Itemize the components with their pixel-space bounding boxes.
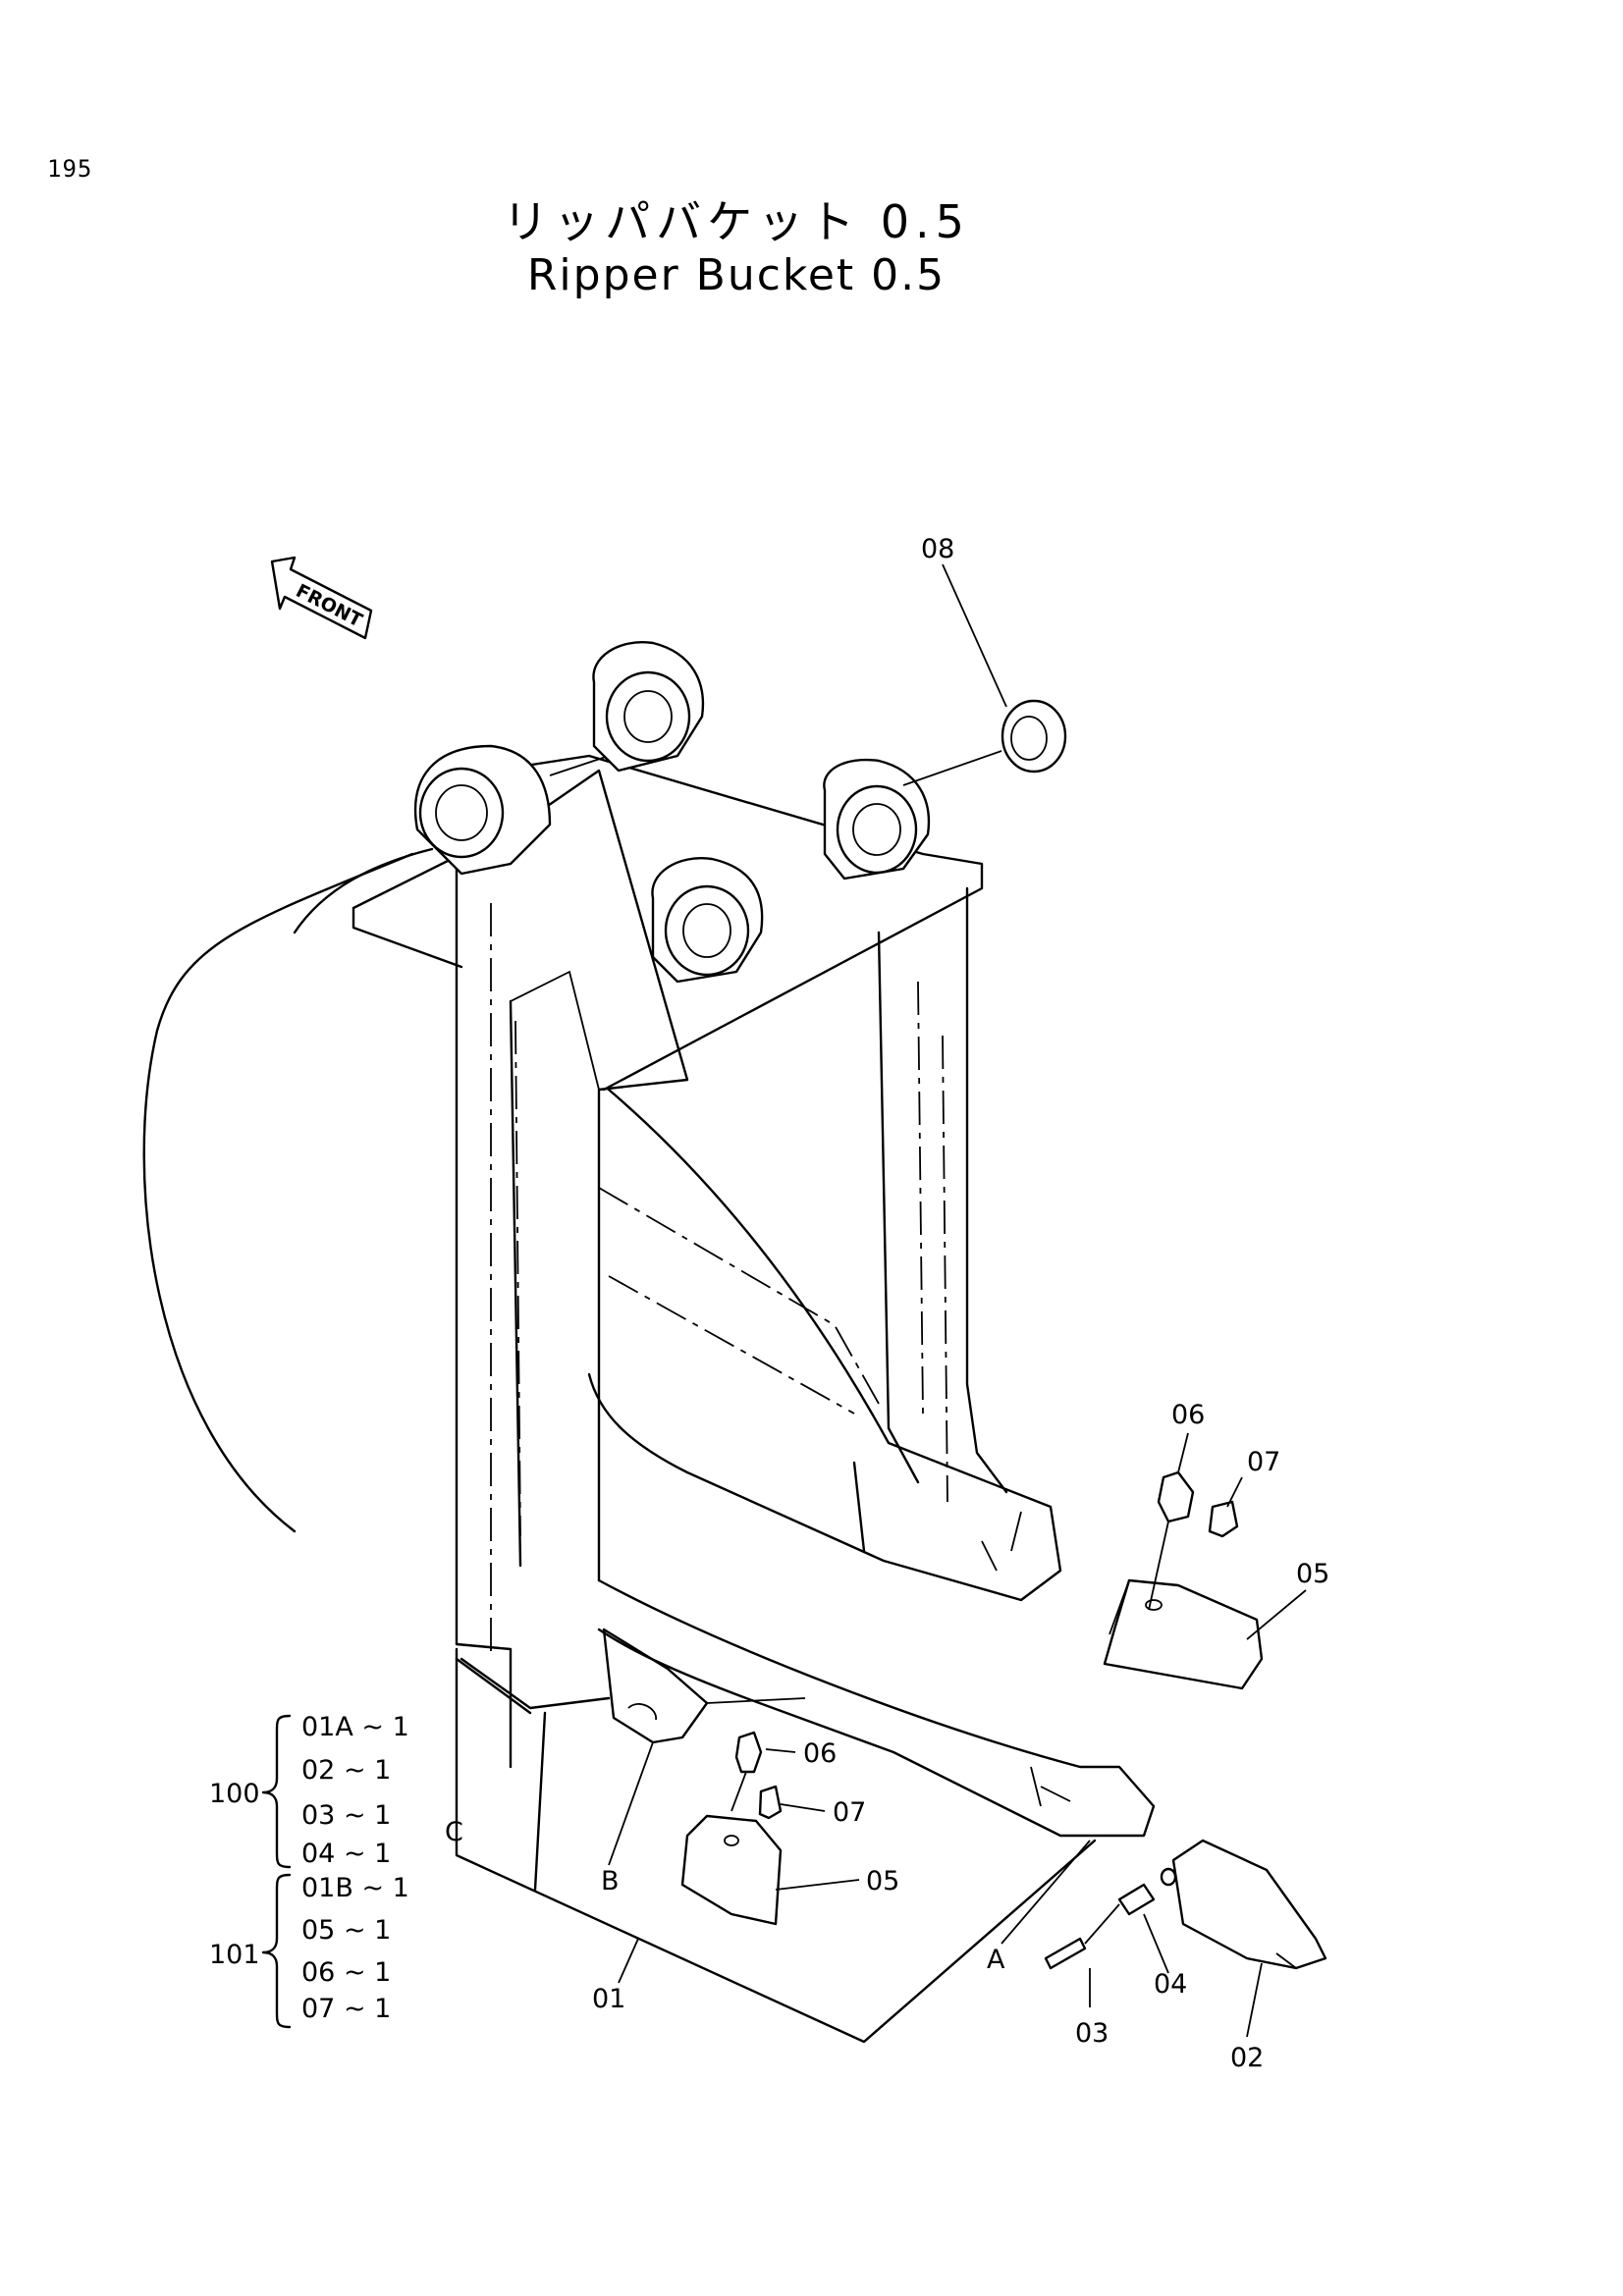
left-side-plate [455,867,513,1769]
tooth-05-upper [1103,1578,1264,1690]
lock-07-lower [758,1785,783,1820]
lock-07-upper [1208,1500,1239,1538]
set-100-item: 01A ~ 1 [301,1712,409,1742]
pin-03 [1044,1937,1087,1970]
ref-label-c: C [445,1817,463,1847]
callout-02: 02 [1230,2043,1264,2073]
set-100-item: 03 ~ 1 [301,1800,391,1831]
ripper-shank [587,1088,1062,1602]
upper-boss-front [651,857,764,984]
tooth-05-lower [680,1814,783,1926]
set-100-item: 02 ~ 1 [301,1755,391,1786]
set-101-item: 05 ~ 1 [301,1915,391,1946]
ref-label-b: B [601,1866,620,1896]
callout-07-upper: 07 [1247,1447,1280,1477]
set-101-item: 06 ~ 1 [301,1957,391,1988]
callout-03: 03 [1075,2018,1109,2049]
callout-04: 04 [1154,1969,1187,2000]
callout-05-lower: 05 [866,1866,899,1896]
upper-boss-right [823,758,931,881]
page-title-japanese: リッパバケット 0.5 [503,195,970,248]
front-arrow-icon: FRONT [270,556,373,640]
set-101-item: 01B ~ 1 [301,1873,409,1903]
set-100-item: 04 ~ 1 [301,1839,391,1869]
collar-08 [1001,699,1067,774]
pin-06-lower [734,1731,763,1774]
upper-boss-center [592,641,705,773]
lower-arm [597,1578,1156,1838]
pin-04 [1117,1883,1156,1916]
callout-07-lower: 07 [833,1797,866,1828]
tooth-02 [1171,1839,1327,1970]
upper-boss-left [413,744,552,876]
page-number: 195 [47,155,93,183]
ref-label-a: A [987,1945,1005,1975]
tooth-holder-b [602,1628,709,1744]
bucket-shell-top [293,847,434,934]
callout-05-upper: 05 [1296,1559,1329,1589]
page-title-english: Ripper Bucket 0.5 [526,250,947,300]
set-100-number: 100 [209,1779,260,1809]
callout-06-lower: 06 [803,1738,837,1769]
callout-01: 01 [592,1984,625,2014]
set-101-group: 101 01B ~ 1 05 ~ 1 06 ~ 1 07 ~ 1 [209,1873,409,2029]
right-side-plate [965,886,1008,1494]
pin-06-upper [1157,1470,1195,1523]
set-100-group: 100 01A ~ 1 02 ~ 1 03 ~ 1 04 ~ 1 [209,1712,409,1869]
bucket-shell [142,852,414,1533]
set-101-item: 07 ~ 1 [301,1994,391,2024]
callout-06-upper: 06 [1171,1400,1205,1430]
set-101-number: 101 [209,1940,260,1970]
callout-08: 08 [921,534,954,564]
